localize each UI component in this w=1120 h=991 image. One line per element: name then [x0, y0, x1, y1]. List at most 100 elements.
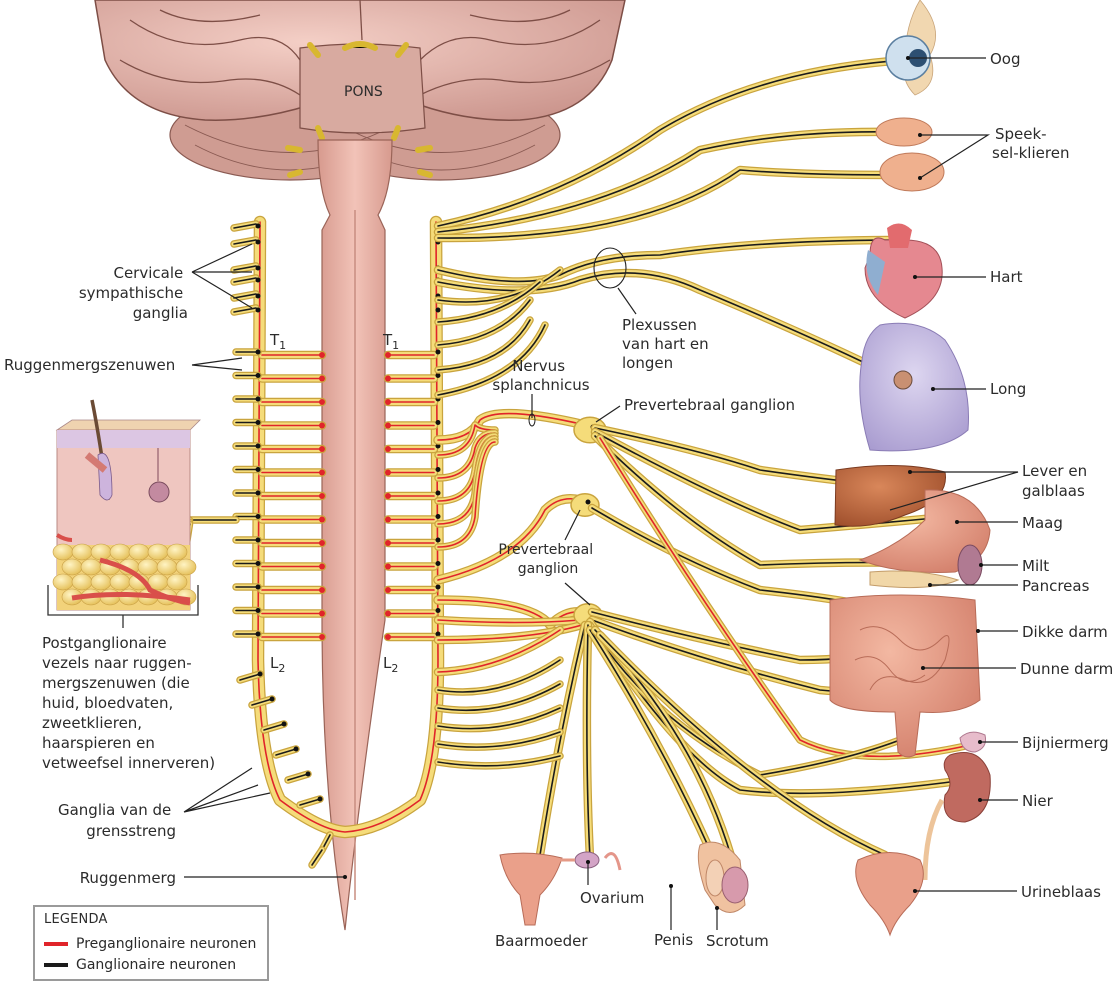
cord-neuron-dot	[319, 352, 325, 358]
small-intestine-loops	[854, 626, 950, 691]
stomach-organ	[858, 489, 991, 573]
ganglion-neuron-dot	[257, 671, 263, 677]
ganglion-neuron-dot	[435, 584, 441, 590]
ganglion-neuron-dot	[281, 721, 287, 727]
organ-illustrations	[499, 0, 991, 937]
pancreas-organ	[869, 570, 960, 589]
cord-neuron-dot	[385, 634, 391, 640]
splanchnic-root	[434, 438, 499, 551]
ganglion-neuron-dot	[435, 631, 441, 637]
plexus-circle	[593, 247, 627, 289]
legend-item-preganglionic: Preganglionaire neuronen	[44, 936, 256, 952]
brain-illustration: PONS	[94, 0, 626, 181]
legend-item-ganglionic: Ganglionaire neuronen	[44, 957, 236, 973]
nerve-to-kidney	[585, 617, 970, 798]
ganglion-neuron-dot	[435, 537, 441, 543]
cervical-stub	[230, 236, 260, 248]
ganglion-neuron-dot	[255, 373, 261, 378]
cord-neuron-dot	[385, 563, 391, 570]
label-baarmoeder: Baarmoeder	[495, 932, 588, 950]
bladder-organ	[855, 852, 924, 937]
label-cervicale: Cervicale sympathische ganglia	[79, 264, 188, 322]
splanchnic-low-2	[433, 615, 585, 627]
cervical-stub	[230, 262, 260, 274]
legend: LEGENDA Preganglionaire neuronen Ganglio…	[33, 905, 269, 981]
lumbar-stub	[260, 720, 288, 734]
svg-text:T1: T1	[382, 331, 399, 352]
label-nervus-splanchnicus: Nervus splanchnicus	[492, 357, 589, 394]
cord-neuron-dot	[319, 446, 325, 452]
ganglion-neuron-dot	[255, 608, 261, 613]
fat-cell	[80, 558, 102, 576]
label-l2-left: L	[270, 654, 279, 672]
splanchnic-low-4	[433, 625, 565, 677]
ganglion-neuron-dot	[255, 239, 261, 245]
ganglion-neuron-dot	[255, 561, 261, 566]
label-hart: Hart	[990, 268, 1023, 286]
lumbar-branch	[434, 704, 564, 733]
cardiac-branch	[434, 266, 564, 306]
fat-cell	[90, 543, 112, 561]
nerve-to-bladder	[595, 630, 890, 860]
ovary-organ	[574, 851, 600, 869]
cord-neuron-dot	[385, 610, 391, 617]
svg-text:L2: L2	[383, 654, 398, 675]
nerve-to-salivary-lower	[433, 165, 907, 243]
pons	[299, 43, 426, 134]
label-penis: Penis	[654, 931, 693, 949]
splanchnic-low-3	[433, 620, 587, 645]
cord-neuron-dot	[319, 610, 325, 617]
cervical-stub	[230, 304, 260, 316]
lumbar-branch	[434, 680, 564, 714]
lumbar-branch	[434, 728, 564, 751]
cord-neuron-dot	[319, 540, 325, 546]
pulmonary-branch	[434, 296, 534, 349]
cord-neuron-dot	[385, 493, 391, 499]
fat-cell	[166, 543, 188, 561]
ganglion-neuron-dot	[255, 293, 261, 299]
ganglion-neuron-dot	[269, 696, 275, 702]
splanchnic-to-mid-ganglion	[433, 494, 585, 585]
label-prevertebraal-mid: Prevertebraal ganglion	[498, 542, 597, 577]
label-prevertebraal-top: Prevertebraal ganglion	[624, 396, 795, 414]
fat-cell	[109, 543, 131, 561]
legend-label-preganglionic: Preganglionaire neuronen	[76, 936, 257, 952]
cord-neuron-dot	[319, 493, 325, 499]
leader-cervicale	[191, 243, 253, 309]
svg-text:T1: T1	[269, 331, 286, 352]
label-postganglionaire: Postganglionaire vezels naar ruggen- mer…	[42, 634, 215, 772]
label-ruggenmergszenuwen: Ruggenmergszenuwen	[4, 356, 175, 374]
fat-cell	[175, 558, 197, 576]
legend-swatch-black	[44, 963, 68, 967]
sweat-gland	[148, 481, 170, 503]
fat-cell	[90, 573, 112, 591]
ganglion-neuron-dot	[255, 265, 261, 271]
cord-neuron-dot	[385, 375, 391, 382]
cord-neuron-dot	[319, 469, 325, 476]
pulmonary-branch	[434, 321, 549, 399]
ganglion-neuron-dot	[305, 771, 311, 777]
ganglion-neuron-dot	[435, 307, 441, 313]
arrector-pili-muscle	[84, 452, 108, 473]
cord-neuron-dot	[319, 399, 325, 405]
salivary-gland-upper	[875, 117, 933, 147]
ganglion-neuron-dot	[255, 443, 261, 449]
label-l2-right: L	[383, 654, 392, 672]
ganglion-neuron-dot	[435, 373, 441, 378]
cranial-nerve-stubs	[285, 41, 433, 178]
label-grensstreng: Ganglia van de grensstreng	[58, 801, 176, 840]
cervical-stub	[230, 220, 260, 232]
cord-neuron-dot	[319, 563, 325, 570]
label-oog: Oog	[990, 50, 1021, 68]
ganglion-neuron-dot	[435, 349, 441, 355]
fat-cell	[71, 543, 93, 561]
label-t1-left: T	[269, 331, 280, 349]
lumbar-stub	[272, 745, 300, 759]
label-speekselklieren: Speek- sel-klieren	[992, 125, 1069, 162]
label-ruggenmerg: Ruggenmerg	[80, 869, 176, 887]
ganglion-neuron-dot	[435, 420, 441, 425]
ganglion-neuron-dot	[435, 443, 441, 449]
cord-neuron-dot	[385, 587, 391, 593]
cervical-stub	[230, 290, 260, 302]
ganglion-neuron-dot	[255, 349, 261, 355]
